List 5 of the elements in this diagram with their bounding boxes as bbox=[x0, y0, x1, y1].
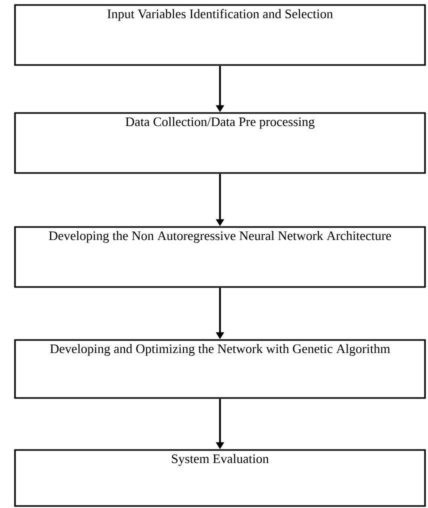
process-box: Input Variables Identification and Selection bbox=[14, 4, 426, 66]
process-box: Developing and Optimizing the Network with Genetic Algorithm bbox=[14, 339, 426, 399]
process-box: Developing the Non Autoregressive Neural Network Architecture bbox=[14, 226, 426, 288]
process-box: Data Collection/Data Pre processing bbox=[14, 112, 426, 174]
process-box: System Evaluation bbox=[14, 449, 426, 507]
